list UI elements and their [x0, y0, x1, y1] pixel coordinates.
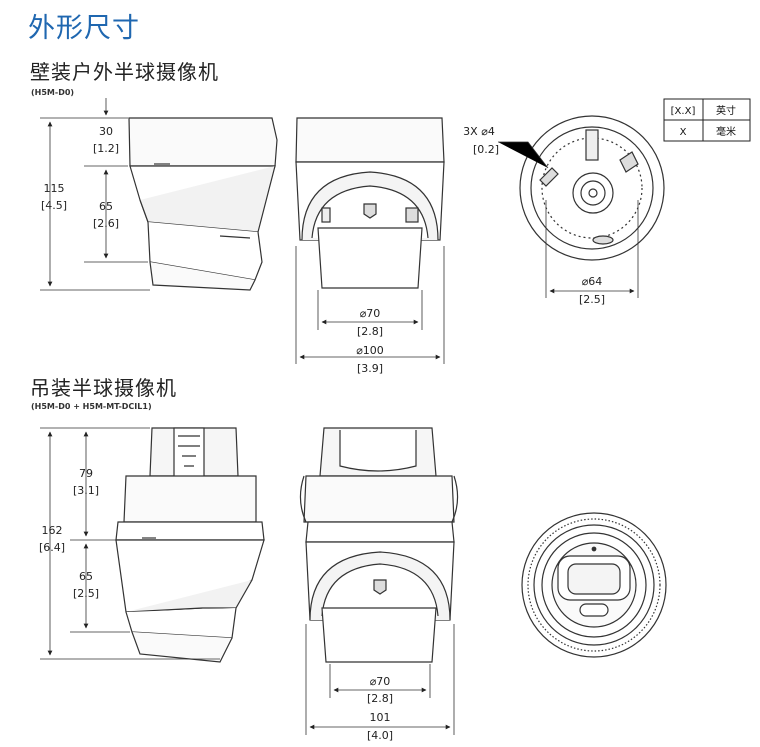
wall-lens-diameter-mm: ⌀70	[360, 307, 381, 320]
pendant-side-dimensions	[40, 427, 220, 660]
wall-model-label: (H5M-D0)	[31, 88, 75, 97]
wall-total-height-mm: 115	[44, 182, 65, 195]
wall-hole-diameter-mm: 3X ⌀4	[463, 125, 495, 138]
legend-inch-label: 英寸	[716, 104, 736, 117]
wall-total-height-in: [4.5]	[41, 199, 67, 212]
wall-bottom-dimensions	[498, 141, 639, 298]
pendant-width-mm: 101	[370, 711, 391, 724]
pendant-total-height-mm: 162	[42, 524, 63, 537]
wall-section-title: 壁装户外半球摄像机	[30, 60, 219, 84]
legend-inch-format: [X.X]	[671, 106, 696, 117]
wall-width-diameter-in: [3.9]	[357, 362, 383, 375]
wall-lower-height-in: [2.6]	[93, 217, 119, 230]
wall-bolt-circle-mm: ⌀64	[582, 275, 603, 288]
wall-side-dimensions	[40, 98, 150, 291]
pendant-width-in: [4.0]	[367, 729, 393, 742]
wall-width-diameter-mm: ⌀100	[356, 344, 384, 357]
pendant-bottom-view	[521, 512, 667, 658]
pendant-upper-height-in: [3.1]	[73, 484, 99, 497]
pendant-upper-height-mm: 79	[79, 467, 93, 480]
legend-mm-format: X	[680, 127, 687, 138]
unit-legend-table: [X.X] 英寸 X 毫米	[663, 98, 751, 142]
pendant-model-label: (H5M-D0 + H5M-MT-DCIL1)	[31, 402, 152, 411]
pendant-side-view	[115, 427, 265, 663]
wall-lower-height-mm: 65	[99, 200, 113, 213]
page-title: 外形尺寸	[28, 13, 140, 44]
wall-top-height-in: [1.2]	[93, 142, 119, 155]
wall-bottom-view	[519, 115, 665, 261]
wall-front-view	[295, 117, 445, 289]
pendant-lower-height-mm: 65	[79, 570, 93, 583]
pendant-lower-height-in: [2.5]	[73, 587, 99, 600]
wall-top-height-mm: 30	[99, 125, 113, 138]
wall-front-dimensions	[295, 246, 445, 364]
wall-hole-diameter-in: [0.2]	[473, 143, 499, 156]
pendant-front-dimensions	[305, 624, 455, 735]
wall-bolt-circle-in: [2.5]	[579, 293, 605, 306]
pendant-lens-diameter-in: [2.8]	[367, 692, 393, 705]
wall-side-view	[128, 117, 278, 291]
legend-mm-label: 毫米	[716, 125, 736, 138]
pendant-section-title: 吊装半球摄像机	[30, 376, 177, 400]
wall-lens-diameter-in: [2.8]	[357, 325, 383, 338]
pendant-lens-diameter-mm: ⌀70	[370, 675, 391, 688]
pendant-total-height-in: [6.4]	[39, 541, 65, 554]
pendant-front-view	[299, 427, 459, 663]
